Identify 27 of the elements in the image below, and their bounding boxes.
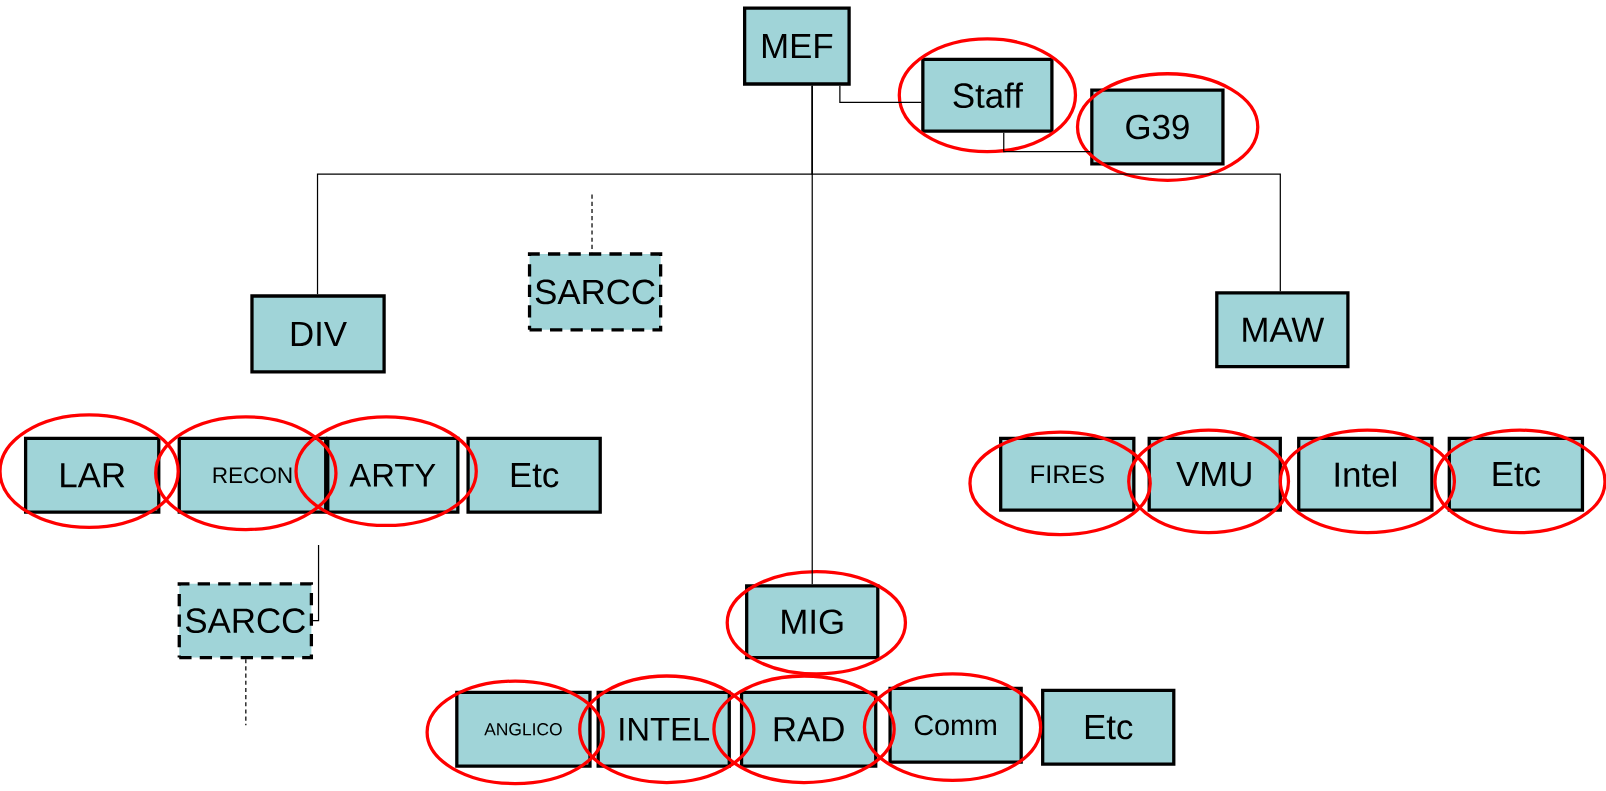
unit-box: DIV <box>250 294 386 374</box>
unit-box: FIRES <box>999 436 1136 512</box>
unit-box: MEF <box>743 6 851 86</box>
unit-box: LAR <box>24 436 161 514</box>
unit-box: MAW <box>1215 291 1350 369</box>
unit-box: MIG <box>745 584 880 660</box>
unit-box: Intel <box>1297 436 1434 512</box>
connector-line <box>839 85 922 104</box>
connector-line <box>312 544 320 622</box>
unit-box: RAD <box>739 690 878 768</box>
connector-line <box>811 85 813 585</box>
unit-box: Comm <box>888 686 1023 764</box>
connector-line <box>591 194 593 254</box>
unit-box: G39 <box>1090 88 1225 166</box>
unit-box: ANGLICO <box>455 690 592 768</box>
unit-box: INTEL <box>596 690 731 768</box>
dashed-box: SARCC <box>527 252 663 332</box>
connector-line <box>245 658 247 726</box>
unit-box: Etc <box>1041 688 1176 766</box>
unit-box: Etc <box>466 436 602 514</box>
unit-box: Etc <box>1447 436 1585 512</box>
dashed-box: SARCC <box>177 582 313 660</box>
connector-line <box>1003 132 1091 153</box>
unit-box: Staff <box>921 57 1054 133</box>
unit-box: VMU <box>1147 436 1282 512</box>
unit-box: RECON <box>177 436 328 514</box>
unit-box: ARTY <box>326 436 460 514</box>
